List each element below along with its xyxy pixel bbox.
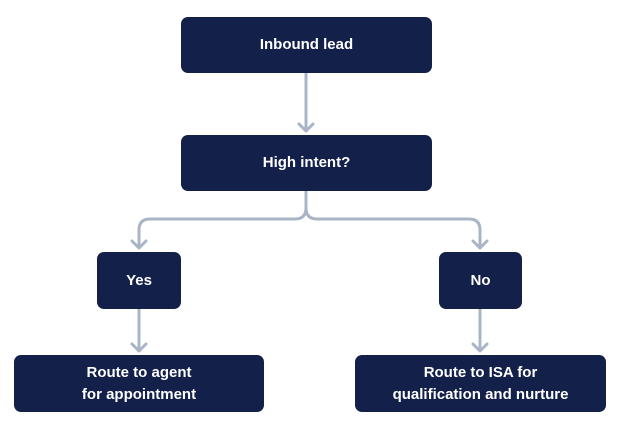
node-high-intent-decision: High intent? — [181, 135, 432, 191]
node-route-to-agent-line-2: for appointment — [81, 385, 197, 403]
node-inbound-lead: Inbound lead — [181, 17, 432, 73]
node-yes: Yes — [97, 252, 181, 309]
node-route-to-isa-line-1: Route to ISA for — [423, 363, 538, 381]
node-inbound-lead-label: Inbound lead — [259, 36, 354, 53]
node-yes-label: Yes — [126, 271, 152, 289]
edge-no-to-isa — [471, 307, 489, 353]
node-route-to-isa-line-2: qualification and nurture — [392, 385, 569, 403]
edge-inbound-to-intent — [297, 71, 315, 133]
node-route-to-isa: Route to ISA for qualification and nurtu… — [355, 355, 606, 412]
node-route-to-agent: Route to agent for appointment — [14, 355, 264, 412]
edge-intent-to-yes — [130, 189, 308, 250]
edge-yes-to-agent — [130, 307, 148, 353]
node-high-intent-label: High intent? — [262, 154, 351, 171]
node-no: No — [439, 252, 522, 309]
node-route-to-agent-line-1: Route to agent — [86, 363, 192, 381]
edge-intent-to-no — [304, 189, 489, 250]
node-no-label: No — [470, 271, 491, 289]
